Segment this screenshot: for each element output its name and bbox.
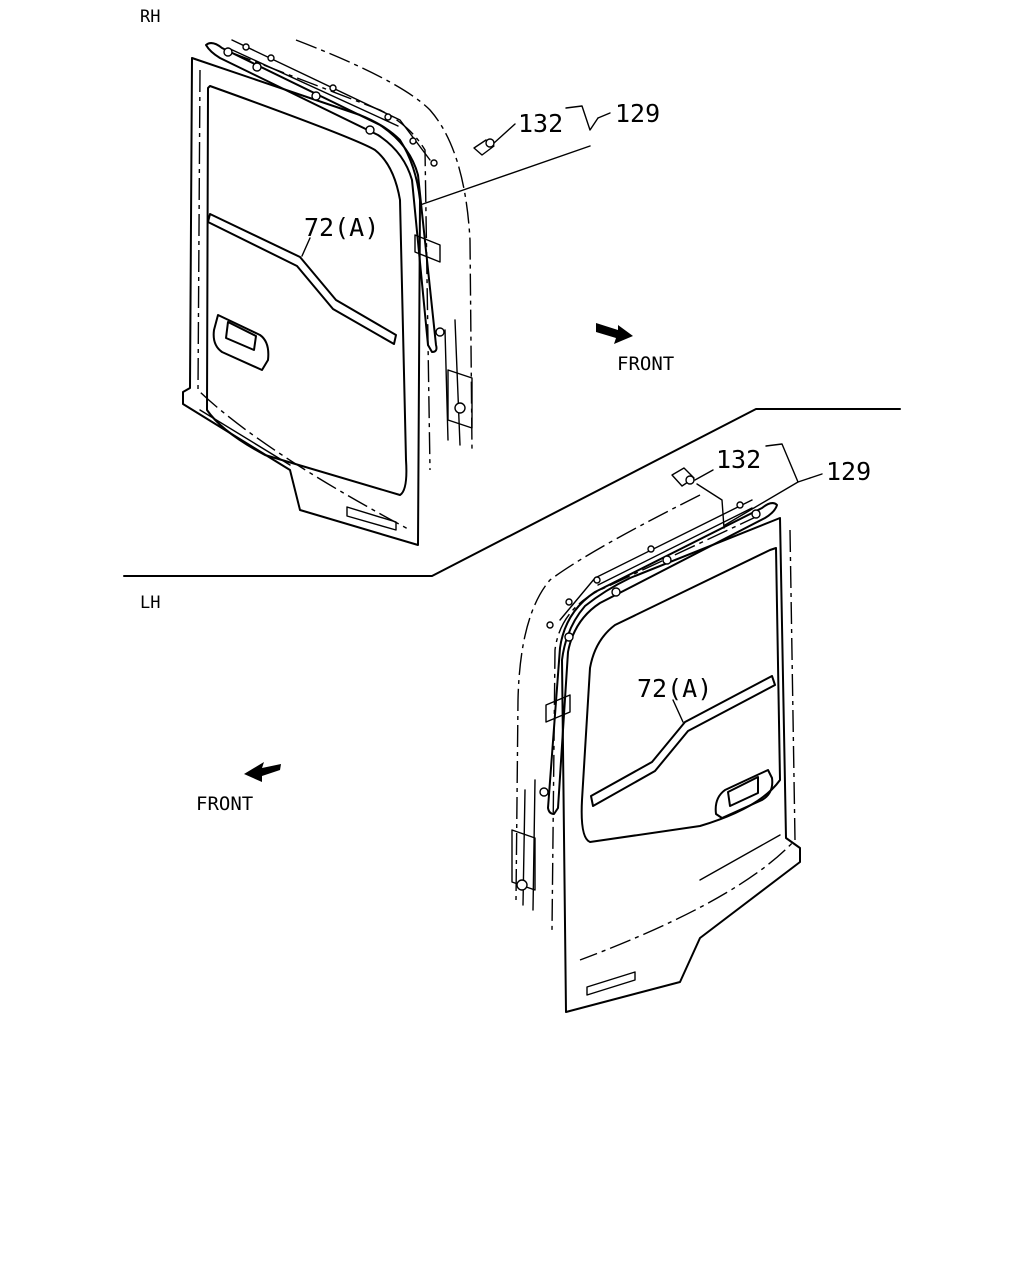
rh-callout-72a: 72(A) [304, 213, 379, 242]
rh-door-panel [182, 57, 421, 546]
rh-leader-129-to-part [419, 145, 591, 206]
lh-hinge-lower [511, 829, 536, 891]
rh-clip-hole [430, 159, 438, 167]
rh-leader-72a [301, 237, 311, 257]
lh-leader-129 [809, 473, 823, 479]
lh-fastener [564, 632, 574, 642]
lh-door-group: LH [140, 443, 871, 1013]
rh-reflector [346, 506, 397, 531]
lh-callout-129: 129 [826, 457, 871, 486]
lh-leader-129-to-part [724, 481, 799, 526]
lh-fastener [539, 787, 549, 797]
rh-door-handle [212, 314, 270, 371]
rh-bracket-129 [565, 105, 599, 131]
rh-weatherstrip [205, 42, 438, 353]
lh-callout-132: 132 [716, 445, 761, 474]
rh-callout-132: 132 [518, 109, 563, 138]
lh-clip-hole [546, 621, 554, 629]
rh-top-rail [227, 39, 431, 161]
lh-leader-132 [694, 469, 714, 481]
rh-body-edge [444, 319, 461, 446]
rh-body-outline [295, 39, 473, 451]
rh-fastener [435, 327, 445, 337]
lh-callout-72a: 72(A) [637, 674, 712, 703]
rh-callout-129: 129 [615, 99, 660, 128]
lh-body-outline [515, 494, 701, 901]
rh-clip-132-part [473, 139, 495, 156]
lh-clip-hole [565, 598, 573, 606]
lh-clip-hole [736, 501, 744, 509]
lh-fastener [662, 555, 672, 565]
lh-clip-hole [593, 576, 601, 584]
lh-weatherstrip [547, 502, 778, 815]
lh-hinge [545, 694, 571, 723]
rh-clip-hole [242, 43, 250, 51]
rh-leader-129 [597, 112, 611, 119]
lh-door-panel [561, 517, 801, 1013]
lh-lower-line [699, 834, 781, 881]
lh-fastener [751, 509, 761, 519]
lh-side-label: LH [140, 593, 160, 613]
lh-inner-contour [551, 514, 796, 961]
lh-front-label: FRONT [196, 793, 253, 815]
rh-fastener [365, 125, 375, 135]
lh-leader-132-to-part [696, 483, 725, 529]
rh-door-group: RH [140, 7, 674, 546]
lh-molding-strip [590, 675, 776, 807]
lh-hinge-bolt [516, 879, 528, 891]
lh-clip-hole [647, 545, 655, 553]
rh-hinge [414, 234, 441, 263]
lh-reflector [586, 971, 636, 996]
rh-clip-hole [329, 84, 337, 92]
rh-hinge-lower [447, 369, 473, 429]
rh-clip-hole [409, 137, 417, 145]
lh-clip-132-head [685, 475, 695, 485]
rh-fastener [252, 62, 262, 72]
rh-clip-hole [384, 113, 392, 121]
lh-fastener [611, 587, 621, 597]
rh-hinge-bolt [454, 402, 466, 414]
rh-clip-132-head [485, 138, 495, 148]
rh-side-label: RH [140, 7, 160, 27]
rh-molding-strip [207, 213, 397, 345]
lh-front-arrow-icon [244, 762, 281, 782]
lh-door-handle [714, 769, 774, 819]
rh-clip-hole [267, 54, 275, 62]
rh-window-frame [206, 85, 408, 496]
rh-lower-line [199, 409, 291, 466]
lh-leader-72a [672, 699, 684, 723]
lh-body-edge [522, 779, 536, 911]
rh-front-label: FRONT [617, 353, 674, 375]
rh-leader-132 [493, 123, 516, 144]
section-divider [123, 408, 901, 577]
rh-fastener [223, 47, 233, 57]
lh-bracket-129 [765, 443, 811, 483]
rh-front-arrow-icon [596, 323, 633, 344]
rh-fastener [311, 91, 321, 101]
